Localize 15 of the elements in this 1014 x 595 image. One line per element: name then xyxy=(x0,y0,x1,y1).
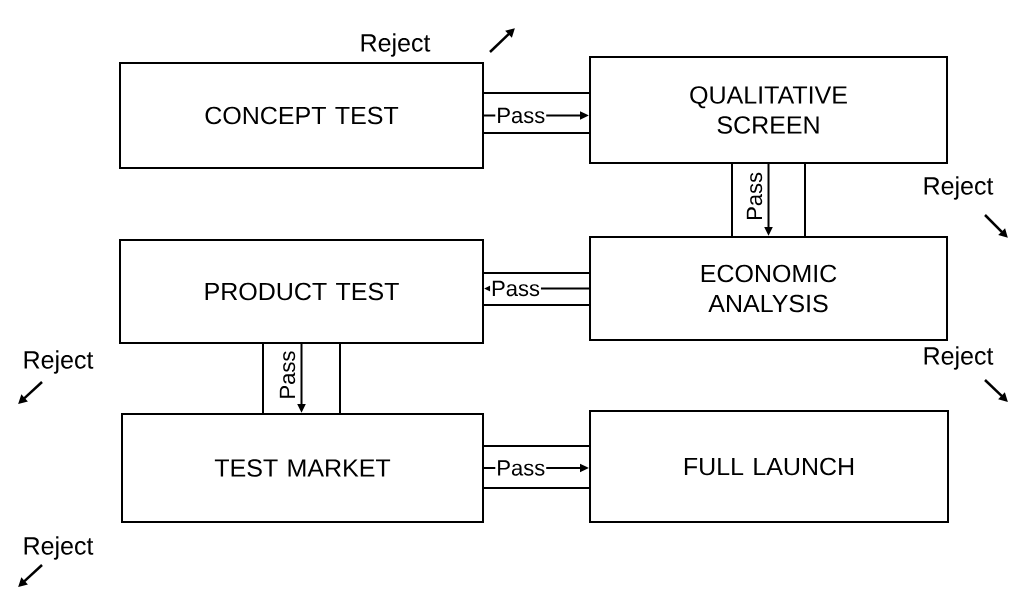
reject-label: Reject xyxy=(24,536,94,560)
reject-label: Reject xyxy=(924,176,994,200)
process-box: CONCEPT TEST xyxy=(119,62,484,169)
edge-label: Pass xyxy=(279,351,296,398)
process-box: FULL LAUNCH xyxy=(589,410,949,523)
reject-label: Reject xyxy=(24,350,94,374)
process-box: ECONOMIC ANALYSIS xyxy=(589,236,948,341)
process-box: QUALITATIVE SCREEN xyxy=(589,56,948,164)
edge-label: Pass xyxy=(498,460,545,476)
edge-label: Pass xyxy=(498,107,545,124)
reject-label: Reject xyxy=(924,346,994,370)
edge-label: Pass xyxy=(492,280,540,297)
edge-label: Pass xyxy=(746,172,763,220)
process-box: PRODUCT TEST xyxy=(119,239,484,344)
process-box: TEST MARKET xyxy=(121,413,484,523)
